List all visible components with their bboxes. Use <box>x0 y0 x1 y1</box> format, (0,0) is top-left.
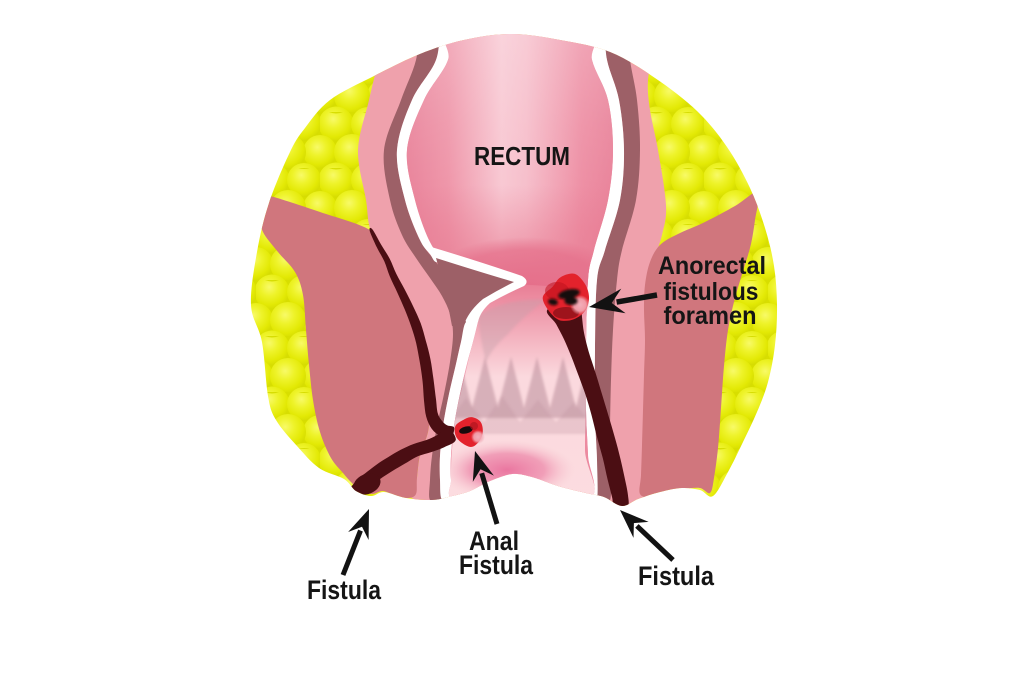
svg-text:Fistula: Fistula <box>307 575 382 605</box>
svg-text:Anal: Anal <box>469 526 519 556</box>
svg-text:foramen: foramen <box>664 302 757 330</box>
svg-text:Fistula: Fistula <box>459 550 534 580</box>
svg-text:Fistula: Fistula <box>638 561 715 591</box>
svg-text:RECTUM: RECTUM <box>474 141 570 171</box>
svg-text:fistulous: fistulous <box>664 278 759 306</box>
svg-text:Anorectal: Anorectal <box>658 252 766 280</box>
